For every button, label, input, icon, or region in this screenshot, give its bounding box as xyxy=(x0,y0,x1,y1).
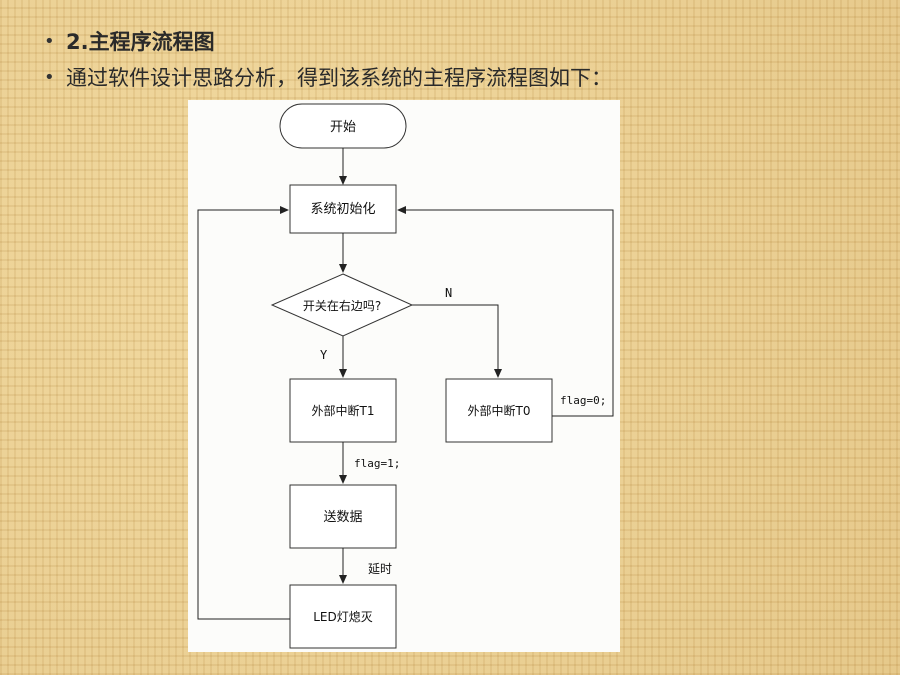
init-box xyxy=(289,184,397,234)
slide-heading: 2.主程序流程图 xyxy=(66,30,215,54)
delay-label: 延时 xyxy=(368,562,392,576)
flowchart: 开始 系统初始化 开关在右边吗? N Y 外部中断T1 外部中断T0 flag=… xyxy=(197,103,614,649)
arrow-led-loop-to-init xyxy=(197,206,290,620)
flag-one-label: flag=1; xyxy=(354,457,400,470)
led-off-label: LED灯熄灭 xyxy=(313,610,373,624)
start-label: 开始 xyxy=(330,120,356,135)
no-label: N xyxy=(445,286,452,300)
arrow-no-branch xyxy=(412,304,502,378)
send-data-box xyxy=(289,484,397,549)
interrupt-t1-label: 外部中断T1 xyxy=(312,403,375,418)
yes-label: Y xyxy=(320,348,328,362)
arrow-t0-loop-to-init xyxy=(397,206,614,417)
init-label: 系统初始化 xyxy=(310,202,375,217)
interrupt-t1-box xyxy=(289,378,397,443)
bullet-dot: • xyxy=(44,66,55,88)
flowchart-panel: 开始 系统初始化 开关在右边吗? N Y 外部中断T1 外部中断T0 flag=… xyxy=(188,100,620,652)
led-off-box xyxy=(289,584,397,649)
interrupt-t0-label: 外部中断T0 xyxy=(468,403,531,418)
flag-zero-label: flag=0; xyxy=(560,394,606,407)
slide-description: 通过软件设计思路分析，得到该系统的主程序流程图如下： xyxy=(66,66,612,90)
bullet-dot: • xyxy=(44,30,55,52)
interrupt-t0-box xyxy=(445,378,553,443)
decision-label: 开关在右边吗? xyxy=(303,298,381,313)
bullet-item-heading: • 2.主程序流程图 xyxy=(44,26,215,56)
send-data-label: 送数据 xyxy=(323,510,362,525)
bullet-item-description: • 通过软件设计思路分析，得到该系统的主程序流程图如下： xyxy=(44,62,612,92)
